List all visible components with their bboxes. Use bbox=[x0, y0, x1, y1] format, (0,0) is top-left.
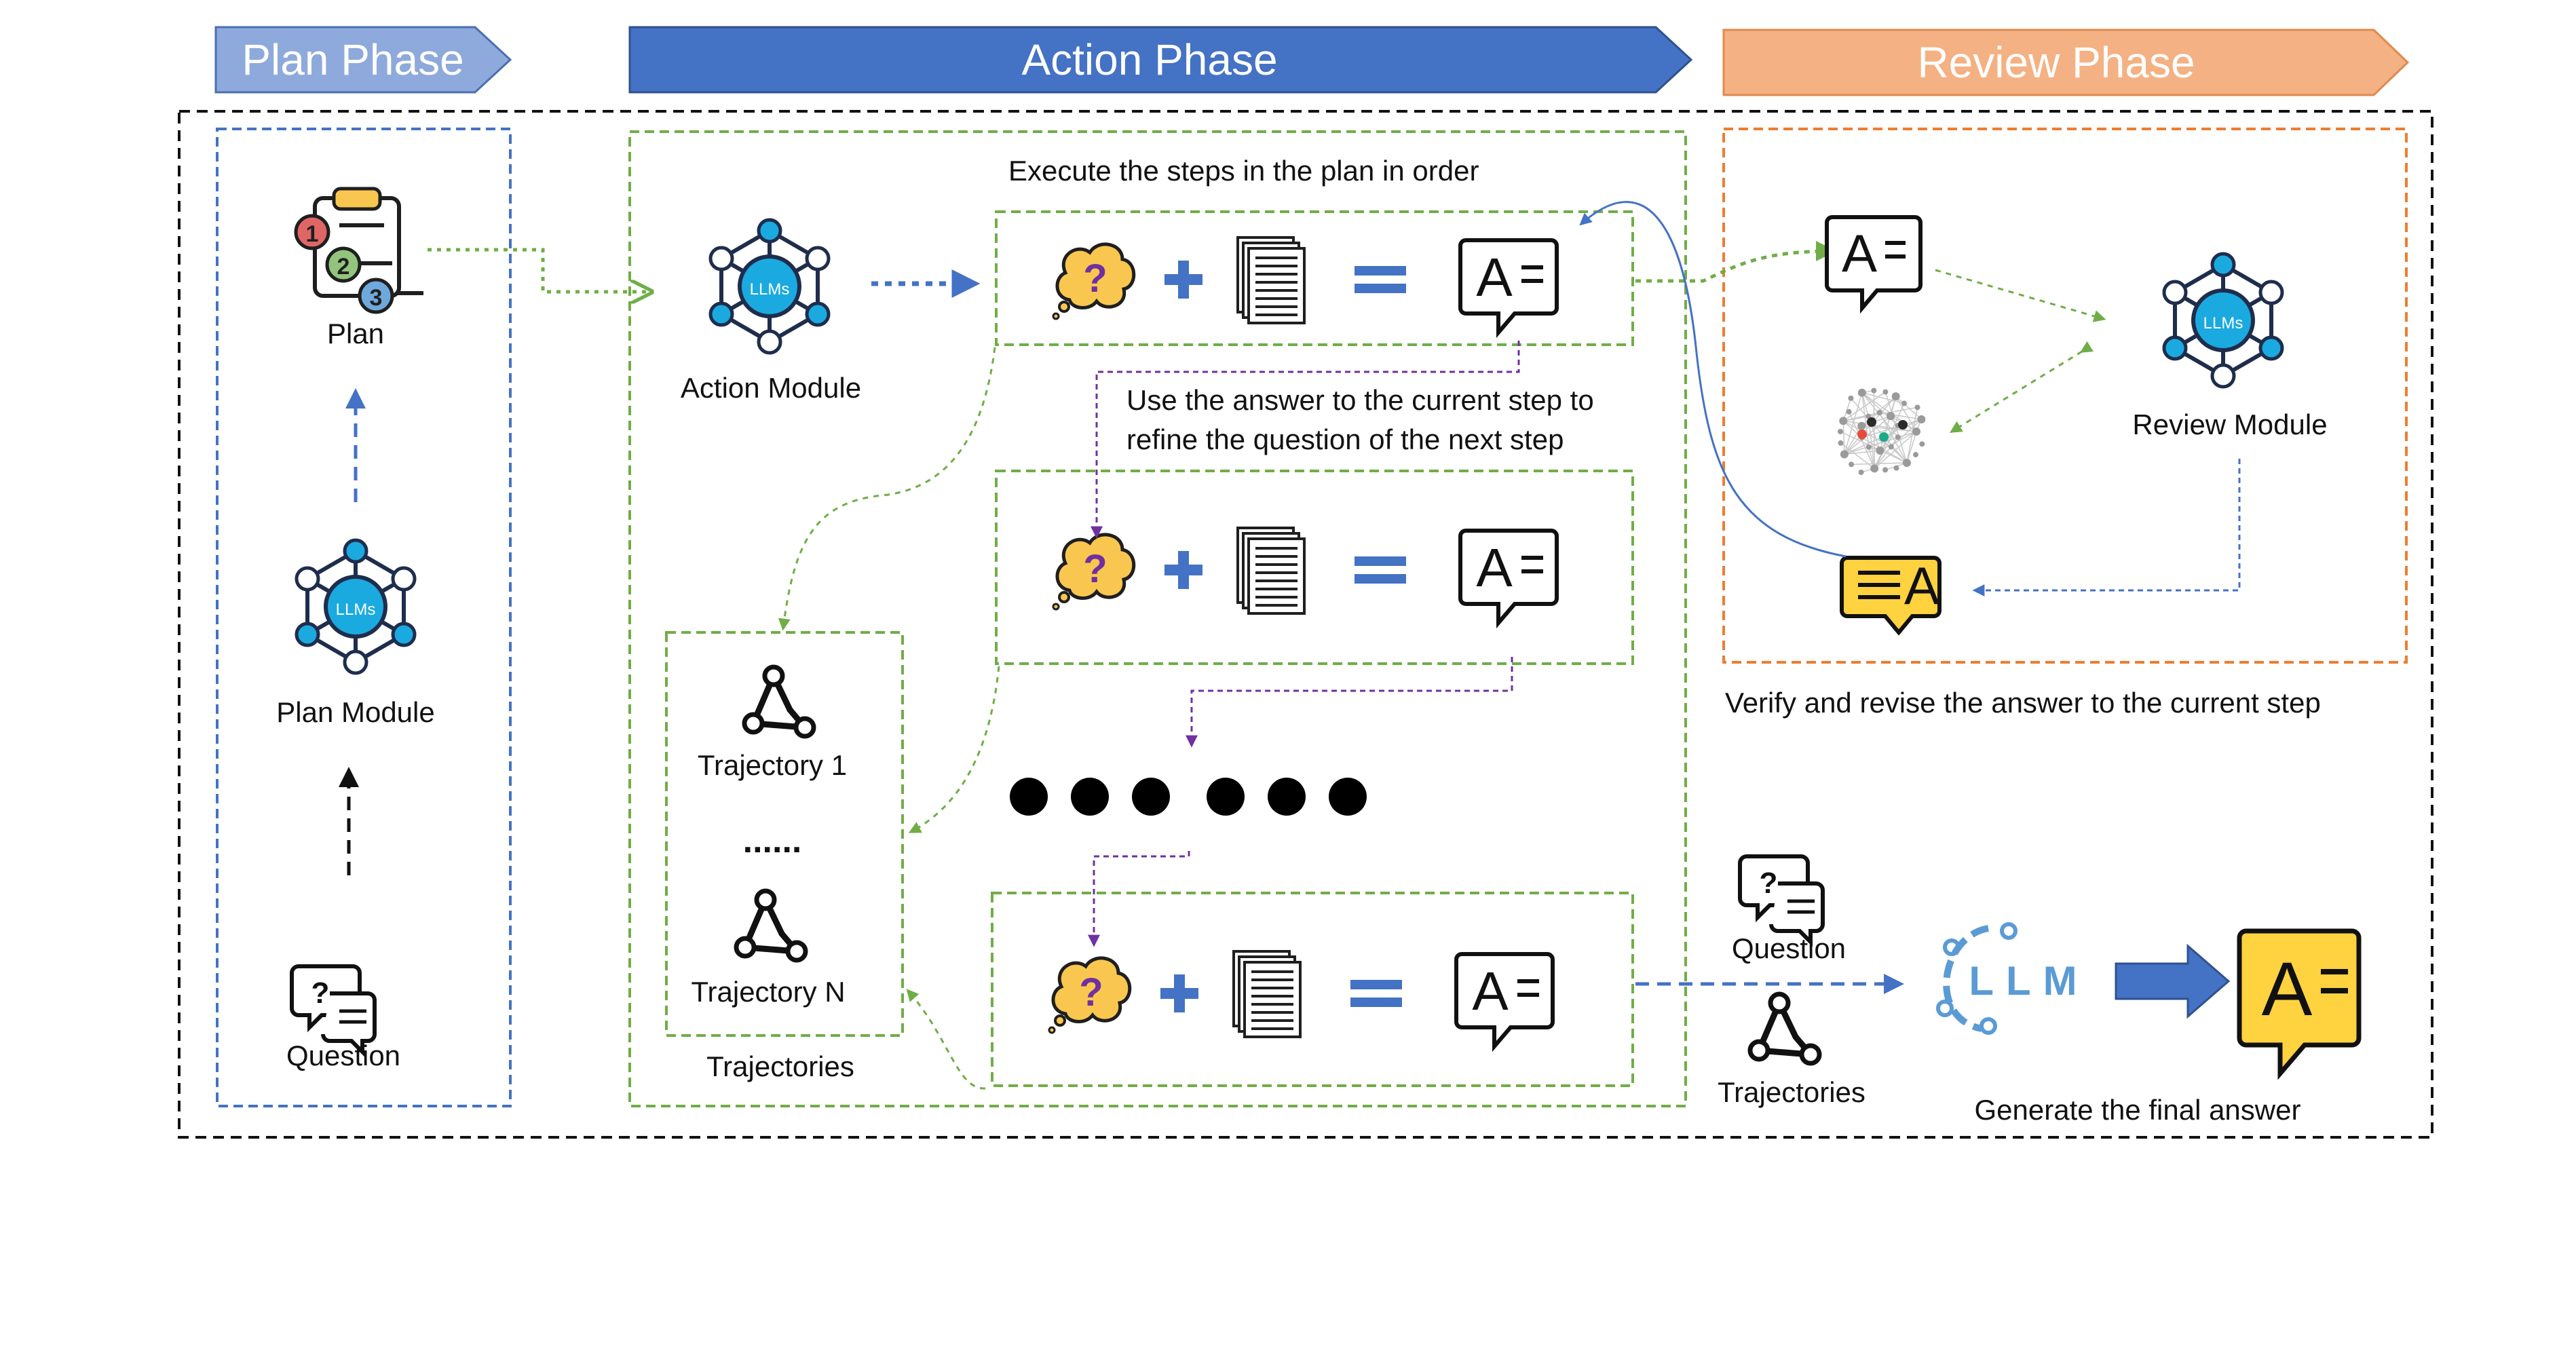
network-highlight-node bbox=[1879, 432, 1889, 442]
step-n-question-bubble-icon: ? bbox=[1049, 958, 1130, 1033]
step-box-2 bbox=[995, 470, 1634, 665]
action-panel bbox=[628, 130, 1687, 1107]
plan-question-label: Question bbox=[286, 1040, 400, 1071]
review-module-to-revised-answer-arrow bbox=[1972, 459, 2241, 596]
action-phase-banner: Action Phase bbox=[628, 26, 1693, 94]
step1-to-trajectory1-curve bbox=[778, 347, 996, 631]
execute-steps-caption: Execute the steps in the plan in order bbox=[1008, 155, 1479, 187]
plan-clipboard-icon: 1 2 3 bbox=[294, 187, 423, 314]
step-2-answer-glyph: A bbox=[1476, 537, 1513, 598]
refine-caption-line1: Use the answer to the current step to bbox=[1126, 384, 1594, 416]
step-2-documents-icon bbox=[1236, 527, 1306, 615]
refine-caption-line2: refine the question of the next step bbox=[1126, 423, 1564, 455]
review-answer-glyph: A bbox=[1842, 223, 1877, 283]
step2-to-trajectories-curve bbox=[908, 666, 1000, 833]
step-row-1: ?A bbox=[1053, 236, 1559, 339]
step-row-2: ?A bbox=[1053, 527, 1559, 629]
plan-module-llm-badge: LLMs bbox=[336, 601, 376, 619]
plan-to-action-arrow bbox=[428, 248, 651, 292]
step-n-plus-icon bbox=[1160, 974, 1198, 1012]
action-phase-title: Action Phase bbox=[1021, 35, 1277, 84]
step-n-answer-glyph: A bbox=[1472, 961, 1509, 1021]
final-question-label: Question bbox=[1732, 932, 1846, 964]
step-2-equals-icon bbox=[1355, 556, 1406, 584]
network-highlight-node bbox=[1857, 430, 1867, 439]
plan-question-icon: ? bbox=[290, 964, 377, 1057]
trajectory-1-label: Trajectory 1 bbox=[698, 749, 847, 781]
steps-ellipsis bbox=[1010, 778, 1367, 816]
step-1-equals-icon bbox=[1355, 266, 1406, 293]
final-generate-arrow bbox=[2115, 943, 2231, 1019]
step-box-1 bbox=[995, 210, 1634, 346]
final-trajectories-label: Trajectories bbox=[1718, 1076, 1865, 1108]
final-trajectories-icon bbox=[1750, 994, 1819, 1063]
trajectory-ellipsis: ...... bbox=[743, 821, 802, 860]
plan-question-mark: ? bbox=[311, 976, 330, 1010]
network-highlight-node bbox=[1867, 417, 1876, 427]
step-box-n bbox=[991, 892, 1634, 1087]
step-1-question-bubble-icon: ? bbox=[1053, 244, 1134, 319]
review-panel bbox=[1722, 128, 2408, 664]
plan-step-3: 3 bbox=[370, 285, 383, 311]
step-1-plus-icon bbox=[1164, 261, 1202, 299]
network-highlight-node bbox=[1898, 420, 1908, 430]
step-n-documents-icon bbox=[1232, 950, 1302, 1038]
step-n-equals-icon bbox=[1350, 980, 1402, 1007]
step-1-answer-glyph: A bbox=[1476, 247, 1513, 307]
review-module-llm-badge: LLMs bbox=[2203, 314, 2243, 332]
review-module-label: Review Module bbox=[2132, 408, 2327, 440]
plan-phase-title: Plan Phase bbox=[242, 35, 463, 84]
step-1-question-mark: ? bbox=[1083, 256, 1107, 301]
module-knowledge-bidirectional-arrow bbox=[1949, 341, 2094, 433]
final-llm-logo-text: LLM bbox=[1969, 958, 2089, 1004]
plan-module-label: Plan Module bbox=[276, 696, 434, 728]
verify-caption: Verify and revise the answer to the curr… bbox=[1725, 687, 2321, 719]
plan-panel bbox=[216, 128, 512, 1107]
step1-to-review-arrow bbox=[1635, 241, 1836, 283]
step-n-question-mark: ? bbox=[1079, 970, 1103, 1014]
plan-phase-banner: Plan Phase bbox=[214, 26, 512, 94]
final-answer-caption: Generate the final answer bbox=[1975, 1094, 2301, 1126]
review-phase-title: Review Phase bbox=[1917, 38, 2195, 87]
step-1-answer-icon: A bbox=[1458, 238, 1559, 339]
action-module-llm-icon: LLMs bbox=[711, 220, 829, 353]
step1-to-step2-connector bbox=[1091, 341, 1520, 539]
knowledge-network-icon bbox=[1838, 387, 1926, 476]
step-2-question-bubble-icon: ? bbox=[1053, 535, 1134, 609]
revised-answer-glyph: A bbox=[1904, 556, 1939, 615]
review-answer-to-module-arrow bbox=[1935, 269, 2106, 322]
review-answer-icon: A bbox=[1825, 215, 1922, 314]
outer-frame bbox=[178, 110, 2433, 1139]
trajectory-n-label: Trajectory N bbox=[691, 976, 845, 1008]
step-row-n: ?A bbox=[1049, 950, 1555, 1052]
action-module-label: Action Module bbox=[681, 372, 861, 404]
plan-module-llm-icon: LLMs bbox=[297, 540, 415, 673]
step-2-plus-icon bbox=[1164, 551, 1202, 589]
review-phase-banner: Review Phase bbox=[1722, 28, 2410, 96]
stepn-to-trajectoryn-curve bbox=[906, 989, 986, 1090]
final-llm-logo: LLM bbox=[1936, 922, 2089, 1035]
final-answer-icon: A bbox=[2237, 928, 2362, 1080]
plan-step-2: 2 bbox=[337, 254, 350, 280]
step-2-question-mark: ? bbox=[1083, 547, 1107, 591]
final-question-mark: ? bbox=[1760, 867, 1778, 900]
step-1-documents-icon bbox=[1236, 236, 1306, 324]
trajectories-panel bbox=[665, 631, 904, 1037]
trajectory-n-icon bbox=[736, 891, 806, 960]
ellipsis-to-stepn-connector bbox=[1088, 851, 1190, 947]
review-module-llm-icon: LLMs bbox=[2164, 254, 2282, 387]
plan-label: Plan bbox=[327, 318, 384, 349]
final-answer-glyph: A bbox=[2262, 947, 2313, 1031]
plan-step-1: 1 bbox=[306, 221, 319, 247]
trajectory-1-icon bbox=[744, 667, 814, 736]
revised-answer-feedback-curve bbox=[1579, 201, 1846, 558]
step2-to-ellipsis-connector bbox=[1186, 657, 1513, 748]
revised-answer-icon: A bbox=[1840, 556, 1942, 636]
step-n-answer-icon: A bbox=[1454, 952, 1555, 1052]
trajectories-caption: Trajectories bbox=[706, 1050, 854, 1082]
action-module-llm-badge: LLMs bbox=[750, 280, 790, 299]
final-question-icon: ? bbox=[1738, 854, 1825, 947]
step-2-answer-icon: A bbox=[1458, 529, 1559, 629]
